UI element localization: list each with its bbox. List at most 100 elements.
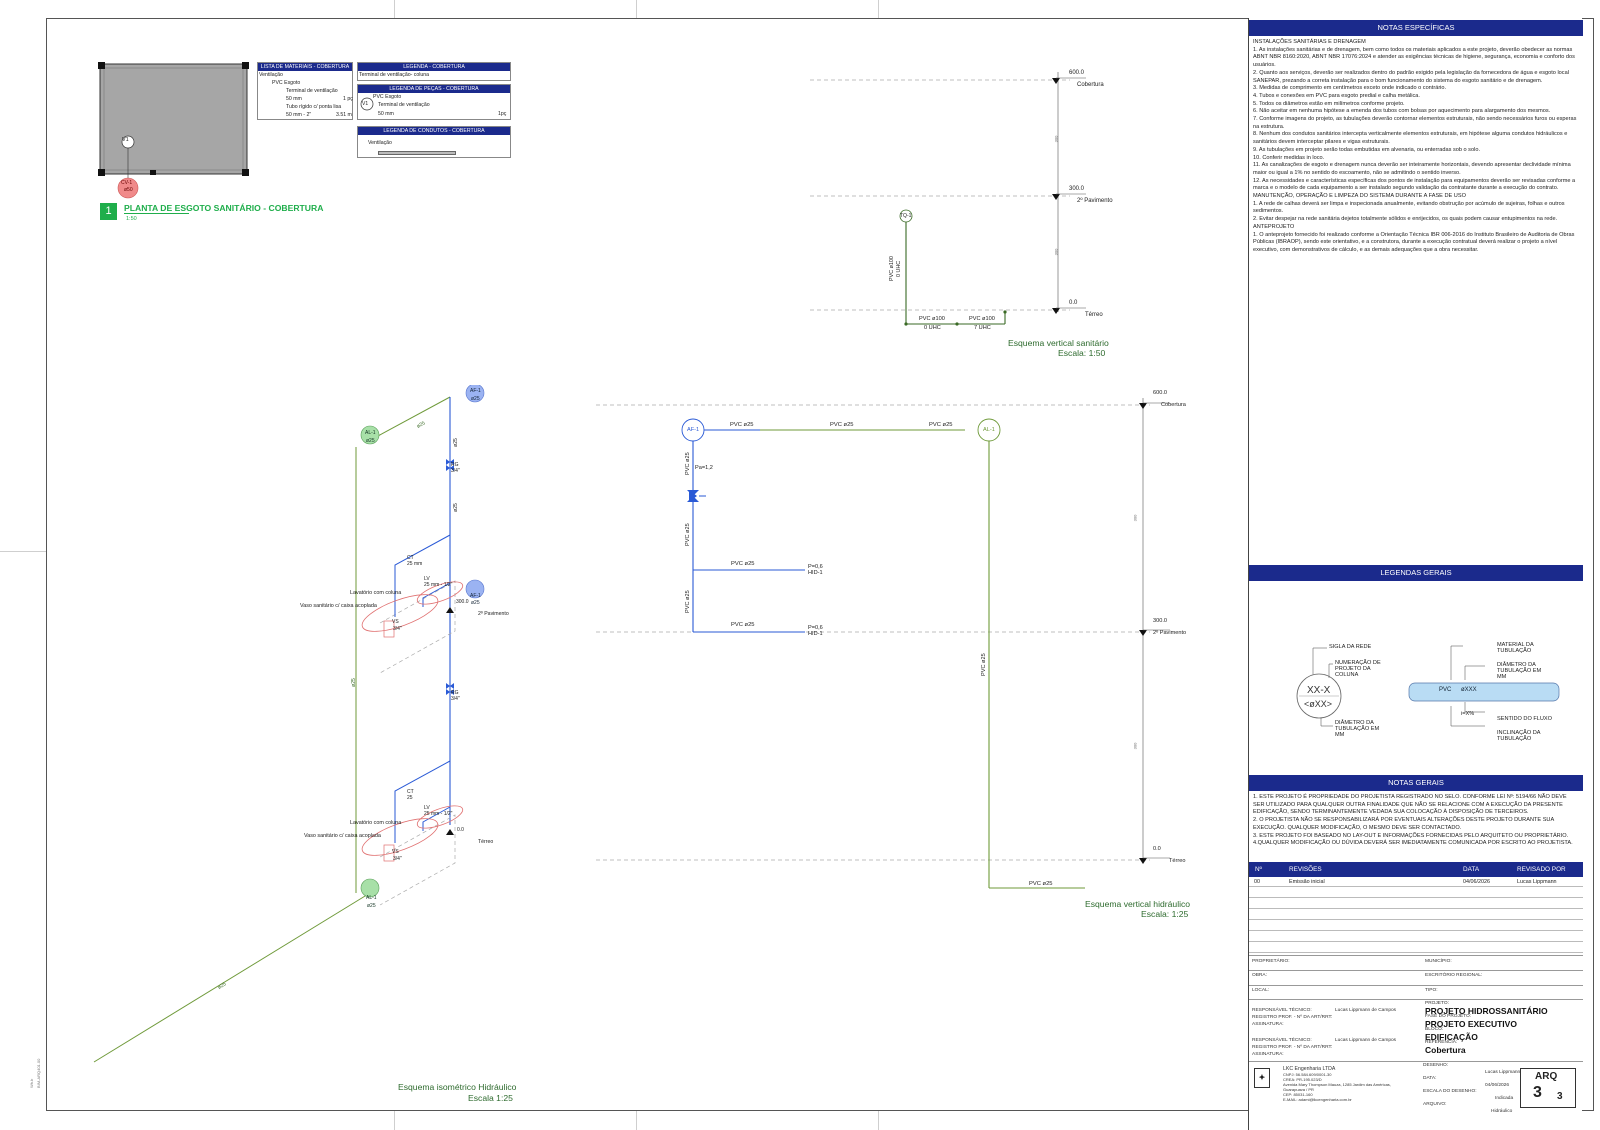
general-notes-header: NOTAS GERAIS bbox=[1249, 775, 1583, 791]
right-panel: NOTAS ESPECÍFICAS INSTALAÇÕES SANITÁRIAS… bbox=[1248, 18, 1583, 1130]
al-tag: AL-1 bbox=[365, 430, 376, 436]
isometric-scale: Escala 1:25 bbox=[468, 1093, 513, 1103]
general-note: 2. O PROJETISTA NÃO SE RESPONSABILIZARÁ … bbox=[1253, 817, 1554, 831]
lv-label: LV bbox=[424, 805, 430, 811]
dimension-mark: 300 bbox=[1132, 742, 1138, 750]
sig1-key: ASSINATURA: bbox=[1252, 1022, 1284, 1027]
branch-uhc: 7 UHC bbox=[974, 325, 991, 331]
legend-cover: LEGENDA - COBERTURA Terminal de ventilaç… bbox=[357, 62, 511, 81]
company-line: CNPJ: 56.584.609/0001-30 bbox=[1283, 1072, 1332, 1077]
revisions-col-by: REVISADO POR bbox=[1517, 866, 1566, 873]
pipe-label: ø25 bbox=[452, 438, 459, 447]
drawing-value: Lucas Lippmann bbox=[1485, 1070, 1521, 1075]
revision-date: 04/06/2026 bbox=[1463, 879, 1490, 885]
branch-fixture: HID-1 bbox=[808, 631, 823, 637]
ct-label: CT bbox=[407, 789, 414, 795]
general-note: 1. ESTE PROJETO É PROPRIEDADE DO PROJETI… bbox=[1253, 794, 1567, 816]
revision-by: Lucas Lippmann bbox=[1517, 879, 1557, 885]
block-key: BLOCO: bbox=[1425, 1027, 1444, 1032]
specific-note: 9. As tubulações em projeto serão todas … bbox=[1253, 146, 1480, 153]
divider bbox=[1249, 985, 1583, 986]
legend-parts-symbol-icon bbox=[360, 97, 374, 111]
divider bbox=[1249, 999, 1583, 1000]
revision-row bbox=[1249, 943, 1583, 953]
legend-parts-qty: 1pç bbox=[498, 111, 507, 117]
resp1-key: RESPONSÁVEL TÉCNICO: bbox=[1252, 1008, 1312, 1013]
grid-mark bbox=[394, 0, 395, 18]
materials-item-qty: 3.51 m bbox=[336, 112, 352, 118]
dimension-mark: 300 bbox=[1053, 135, 1059, 143]
hydraulic-vertical-scale: Escala: 1:25 bbox=[1141, 909, 1189, 919]
specific-note: 2. Quanto aos serviços, deverão ser real… bbox=[1253, 69, 1569, 84]
level-value: 0.0 bbox=[457, 827, 464, 833]
lavatory-label: Lavatório com coluna bbox=[350, 590, 402, 596]
general-legend-graphic bbox=[1296, 645, 1560, 727]
project-key: PROJETO: bbox=[1425, 1001, 1449, 1006]
revisions-col-no: Nº bbox=[1255, 866, 1262, 873]
revisions-header bbox=[1249, 862, 1583, 877]
revision-row bbox=[1249, 910, 1583, 920]
plan-scale: 1:50 bbox=[126, 216, 137, 222]
ct-size: 25 mm bbox=[407, 561, 423, 567]
riser-label: PVC ø25 bbox=[981, 653, 987, 676]
specific-note: 4. Tubos e conexões em PVC para esgoto p… bbox=[1253, 92, 1420, 99]
materials-item-name: Tubo rígido c/ ponta lisa bbox=[286, 104, 342, 110]
general-legends-header: LEGENDAS GERAIS bbox=[1249, 565, 1583, 581]
specific-note: 1. A rede de calhas deverá ser limpa e i… bbox=[1253, 200, 1565, 215]
legend-parts-material: PVC Esgoto bbox=[373, 94, 402, 100]
riser-label: PVC ø25 bbox=[685, 590, 691, 613]
level-value: 0.0 bbox=[1153, 846, 1161, 852]
level-name: Térreo bbox=[1169, 858, 1186, 864]
materials-list: LISTA DE MATERIAIS - COBERTURA Ventilaçã… bbox=[257, 62, 353, 120]
sanitary-vertical-scale: Escala: 1:50 bbox=[1058, 348, 1106, 358]
af-size: ø25 bbox=[471, 396, 480, 402]
resp1-value: Lucas Lippmann de Campos bbox=[1335, 1008, 1397, 1013]
discipline: ARQ bbox=[1535, 1071, 1558, 1082]
place-key: LOCAL: bbox=[1252, 988, 1270, 993]
branch-label: PVC ø25 bbox=[731, 561, 755, 567]
type-key: TIPO: bbox=[1425, 988, 1438, 993]
reg2-key: REGISTRO PROF. - Nº DA ART/RRT: bbox=[1252, 1045, 1333, 1050]
grid-mark bbox=[878, 1111, 879, 1130]
revisions-col-date: DATA bbox=[1463, 866, 1480, 873]
al-size: ø25 bbox=[367, 903, 376, 909]
file-key: ARQUIVO: bbox=[1423, 1102, 1447, 1107]
materials-item-qty: 1 pç bbox=[343, 96, 353, 102]
al-size: ø25 bbox=[366, 438, 375, 444]
block-value: EDIFICAÇÃO bbox=[1425, 1032, 1478, 1042]
specific-note: 11. As canalizações de esgoto e drenagem… bbox=[1253, 162, 1571, 176]
vs-size: 3/4" bbox=[393, 626, 402, 632]
materials-item-size: 50 mm - 2" bbox=[286, 112, 312, 118]
company-line: CEP: 85031-160 bbox=[1283, 1092, 1313, 1097]
vs-size: 3/4" bbox=[393, 856, 402, 862]
riser-uhc: 0 UHC bbox=[896, 260, 902, 277]
ct-size: 25 bbox=[407, 795, 413, 801]
dimension-mark: 300 bbox=[1053, 248, 1059, 256]
level-value: 300.0 bbox=[456, 599, 469, 605]
legend-column-number: NUMERAÇÃO DE PROJETO DA COLUNA bbox=[1335, 660, 1381, 679]
divider bbox=[1249, 955, 1583, 956]
toilet-label: Vaso sanitário c/ caixa acoplada bbox=[304, 833, 381, 839]
grid-mark bbox=[636, 0, 637, 18]
pipe-label: PVC ø25 bbox=[1029, 881, 1053, 887]
pipe-label: PVC ø25 bbox=[730, 422, 754, 428]
specific-note: 1. As instalações sanitárias e de drenag… bbox=[1253, 46, 1575, 69]
company-name: LKC Engenharia LTDA bbox=[1283, 1066, 1336, 1072]
revision-row bbox=[1249, 932, 1583, 942]
specific-note: 1. O anteprojeto fornecido foi realizado… bbox=[1253, 231, 1575, 253]
column-tag: V1 bbox=[122, 137, 129, 143]
vent-tag: CV-1 bbox=[121, 180, 133, 186]
legend-parts-item: Terminal de ventilação bbox=[378, 102, 430, 108]
branch-label: PVC ø25 bbox=[731, 622, 755, 628]
af-tag: AF-1 bbox=[470, 388, 481, 394]
tube-tag: TQ-1 bbox=[900, 213, 912, 219]
revision-row bbox=[1249, 899, 1583, 909]
company-line: Avenida Mary Thompson Mauza, 1285 Jardim… bbox=[1283, 1082, 1391, 1087]
lv-size: 25 mm - 1/2" bbox=[424, 811, 453, 817]
branch-label: PVC ø100 bbox=[969, 316, 995, 322]
legend-symbol-bottom: <øXX> bbox=[1304, 699, 1333, 709]
work-key: OBRA: bbox=[1252, 973, 1267, 978]
isometric-title: Esquema isométrico Hidráulico bbox=[398, 1082, 517, 1092]
legend-parts-size: 50 mm bbox=[378, 111, 394, 117]
